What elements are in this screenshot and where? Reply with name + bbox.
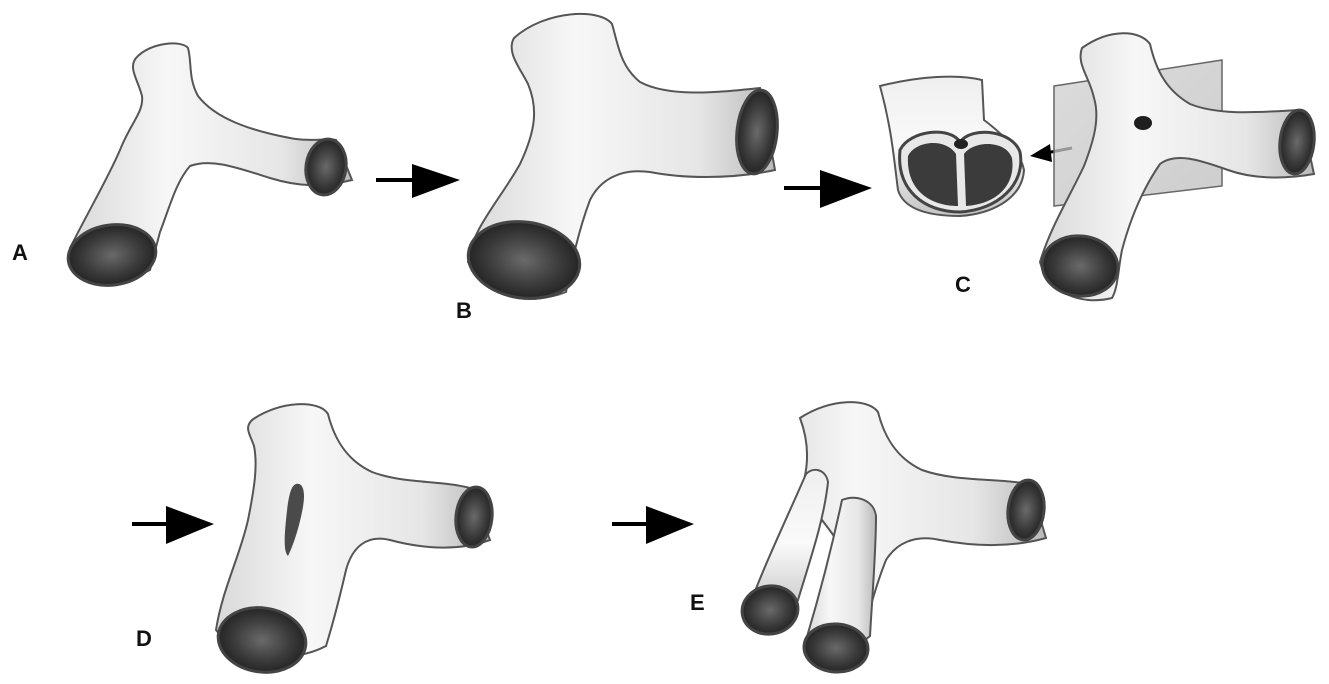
septum-dimple — [954, 139, 968, 149]
panel-e: E — [690, 402, 1047, 674]
arrow-to-d — [132, 506, 214, 544]
panel-label-a: A — [12, 240, 28, 265]
arrow-b-to-c — [784, 170, 872, 208]
panel-label-c: C — [955, 272, 971, 297]
vessel-c-ridge-hole — [1134, 116, 1152, 130]
arrow-a-to-b — [376, 164, 460, 198]
arrow-to-e — [612, 506, 694, 544]
panel-a: A — [12, 43, 352, 290]
panel-label-d: D — [136, 626, 152, 651]
panel-label-b: B — [456, 298, 472, 323]
panel-b: B — [456, 14, 781, 323]
panel-label-e: E — [690, 590, 705, 615]
panel-c: C — [880, 33, 1317, 300]
panel-d: D — [136, 404, 495, 678]
